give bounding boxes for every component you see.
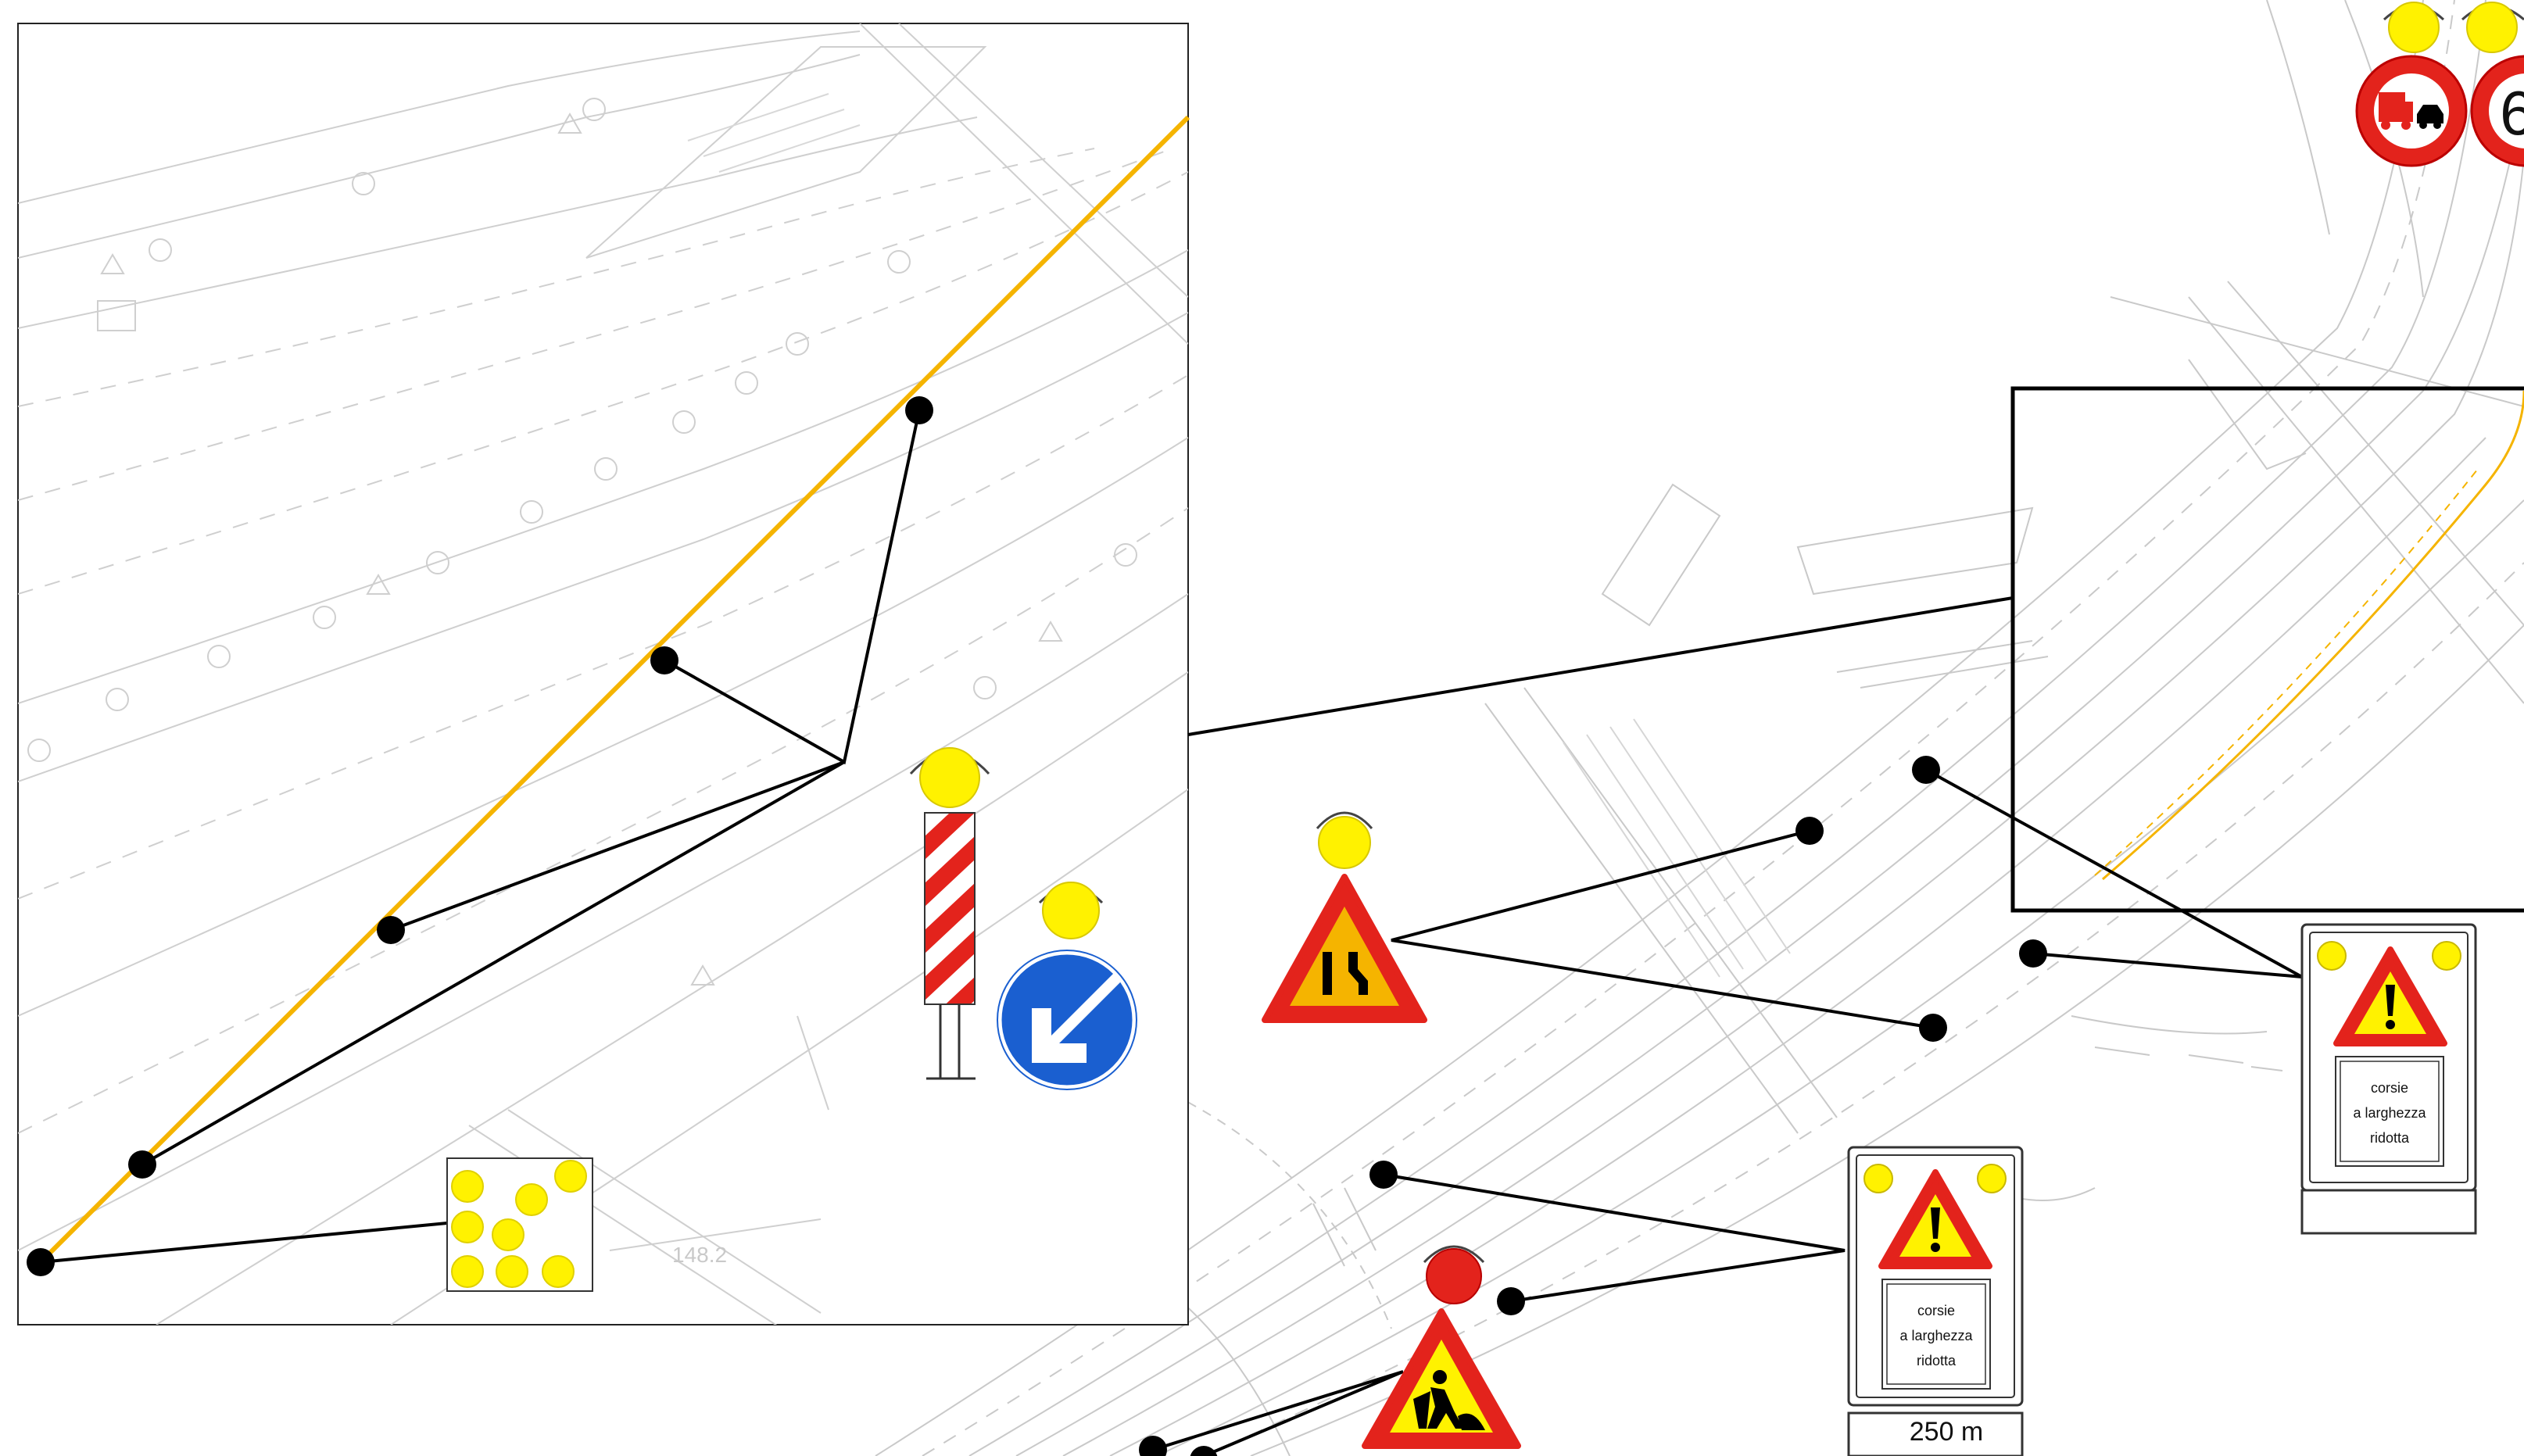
panel-right-text-line-2: a larghezza <box>2353 1105 2426 1121</box>
inset-leader-lines <box>40 410 921 1264</box>
guide-line <box>38 115 1190 1265</box>
panel-text-line-1: corsie <box>1917 1303 1955 1318</box>
panel-text-line-2: a larghezza <box>1899 1328 1973 1343</box>
inset-connector <box>1187 596 2014 736</box>
distance-plate-label: 250 m <box>1910 1417 1984 1447</box>
inset-leader-points <box>27 396 933 1276</box>
panel-right-text-line-1: corsie <box>2371 1080 2408 1096</box>
chevron-barrier-icon <box>909 747 990 1080</box>
road-narrows-sign-icon <box>1262 811 1427 1023</box>
right-detail-frame <box>2010 386 2524 913</box>
panel-right-text-line-3: ridotta <box>2370 1130 2410 1146</box>
elevation-label: 148.2 <box>672 1243 727 1267</box>
speed-limit-digit: 6 <box>2500 78 2524 148</box>
plan-leader-lines <box>1152 768 2303 1456</box>
detail-inset: 148.2 <box>17 23 1189 1325</box>
panel-text-line-3: ridotta <box>1917 1353 1957 1368</box>
warning-panel-center: corsie a larghezza ridotta 250 m <box>1847 1146 2024 1456</box>
plan-leader-points <box>1139 756 2047 1456</box>
warning-panel-right: corsie a larghezza ridotta <box>2300 923 2477 1235</box>
roadworks-sign-icon <box>1362 1245 1521 1449</box>
traffic-cone-cluster-icon <box>446 1157 593 1292</box>
speed-limit-sign-icon: 6 <box>2461 2 2524 167</box>
keep-left-sign-icon <box>997 882 1137 1090</box>
no-overtaking-sign-icon <box>2355 2 2468 167</box>
